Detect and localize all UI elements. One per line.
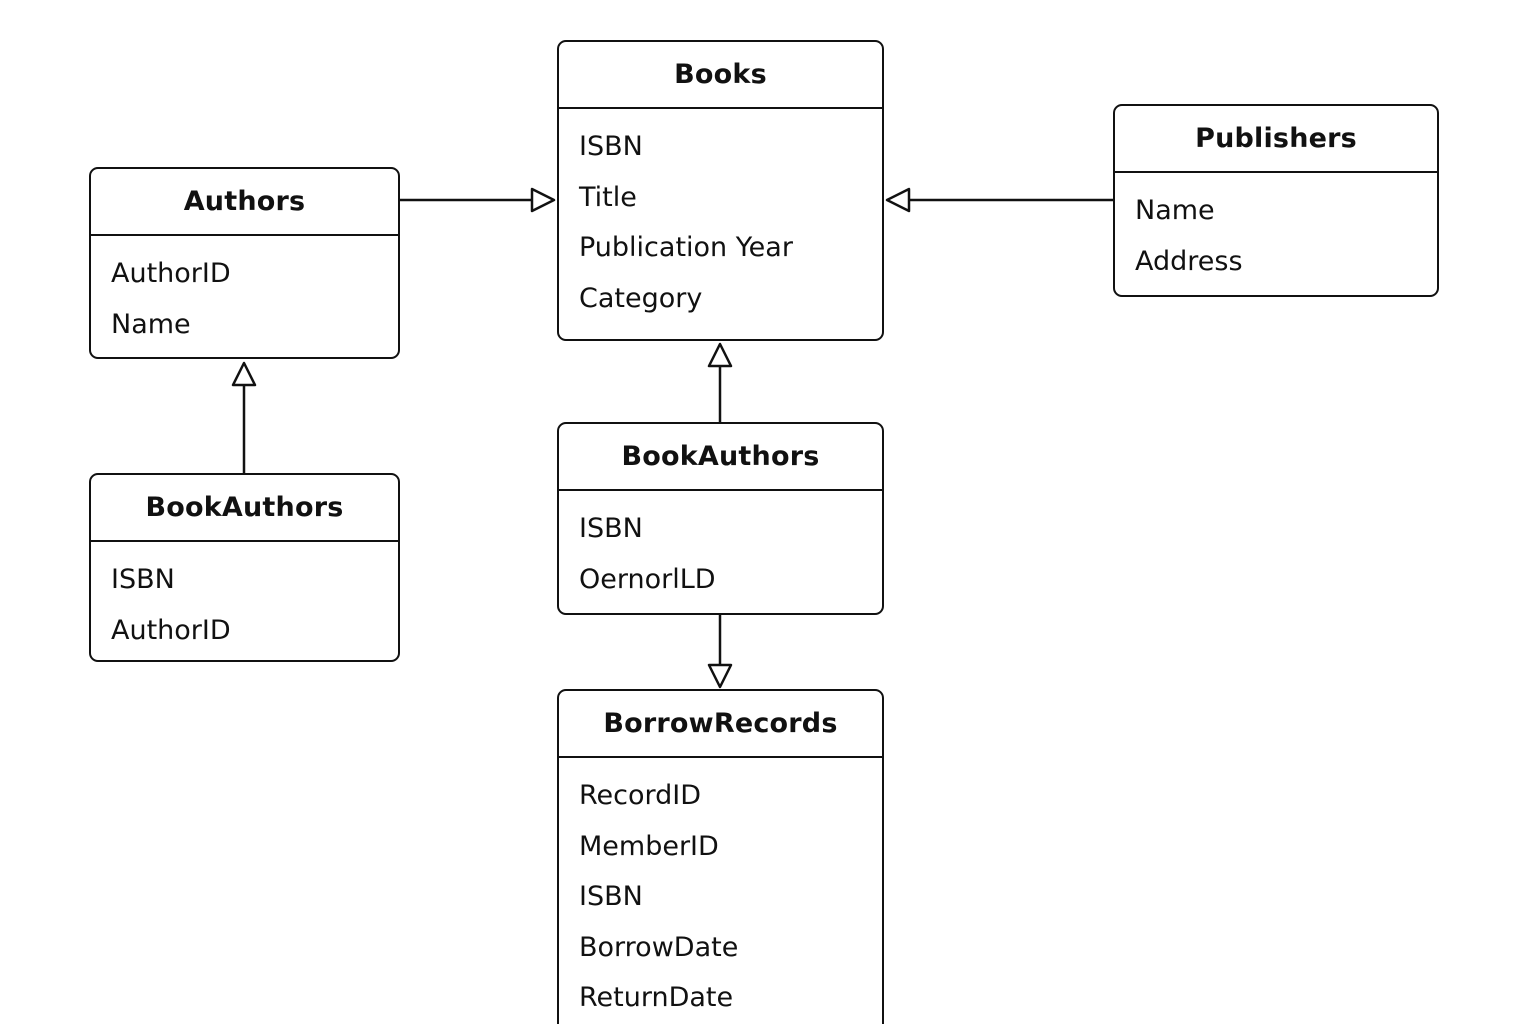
entity-bookauthors-center[interactable]: BookAuthors ISBN OernorlLD — [557, 422, 884, 615]
attribute-oernorlld: OernorlLD — [579, 563, 716, 595]
relationship-publishers-books — [885, 187, 1113, 213]
entity-attributes: ISBN Title Publication Year Category — [559, 109, 882, 324]
entity-attributes: RecordID MemberID ISBN BorrowDate Return… — [559, 758, 882, 1024]
attribute-address: Address — [1135, 245, 1243, 277]
entity-title: BookAuthors — [559, 424, 882, 491]
relationship-bookauthors-center-borrowrecords — [707, 615, 733, 689]
entity-attributes: ISBN AuthorID — [91, 542, 398, 656]
entity-attributes: AuthorID Name — [91, 236, 398, 350]
entity-title: Publishers — [1115, 106, 1437, 173]
arrowhead-icon — [530, 187, 556, 213]
attribute-isbn: ISBN — [579, 513, 643, 544]
entity-borrowrecords[interactable]: BorrowRecords RecordID MemberID ISBN Bor… — [557, 689, 884, 1024]
arrowhead-icon — [885, 187, 911, 213]
entity-attributes: ISBN OernorlLD — [559, 491, 882, 605]
arrowhead-icon — [707, 663, 733, 689]
entity-title: BorrowRecords — [559, 691, 882, 758]
entity-title: Authors — [91, 169, 398, 236]
entity-bookauthors-left[interactable]: BookAuthors ISBN AuthorID — [89, 473, 400, 662]
entity-attributes: Name Address — [1115, 173, 1437, 287]
attribute-memberid: MemberID — [579, 830, 719, 862]
entity-authors[interactable]: Authors AuthorID Name — [89, 167, 400, 359]
attribute-authorid: AuthorID — [111, 258, 231, 289]
entity-publishers[interactable]: Publishers Name Address — [1113, 104, 1439, 297]
relationship-bookauthors-left-authors — [231, 361, 257, 473]
relationship-bookauthors-center-books — [707, 342, 733, 422]
attribute-category: Category — [579, 282, 703, 314]
entity-title: BookAuthors — [91, 475, 398, 542]
attribute-publication-year: Publication Year — [579, 232, 793, 263]
attribute-authorid: AuthorID — [111, 614, 231, 646]
attribute-name: Name — [1135, 195, 1215, 226]
attribute-isbn: ISBN — [579, 881, 643, 912]
entity-title: Books — [559, 42, 882, 109]
relationship-authors-books — [400, 187, 556, 213]
entity-books[interactable]: Books ISBN Title Publication Year Catego… — [557, 40, 884, 341]
arrowhead-icon — [707, 342, 733, 368]
arrowhead-icon — [231, 361, 257, 387]
attribute-name: Name — [111, 308, 191, 340]
attribute-isbn: ISBN — [111, 564, 175, 595]
attribute-returndate: ReturnDate — [579, 982, 734, 1013]
attribute-recordid: RecordID — [579, 780, 702, 811]
attribute-isbn: ISBN — [579, 131, 643, 162]
attribute-borrowdate: BorrowDate — [579, 931, 739, 963]
attribute-title: Title — [579, 181, 637, 213]
